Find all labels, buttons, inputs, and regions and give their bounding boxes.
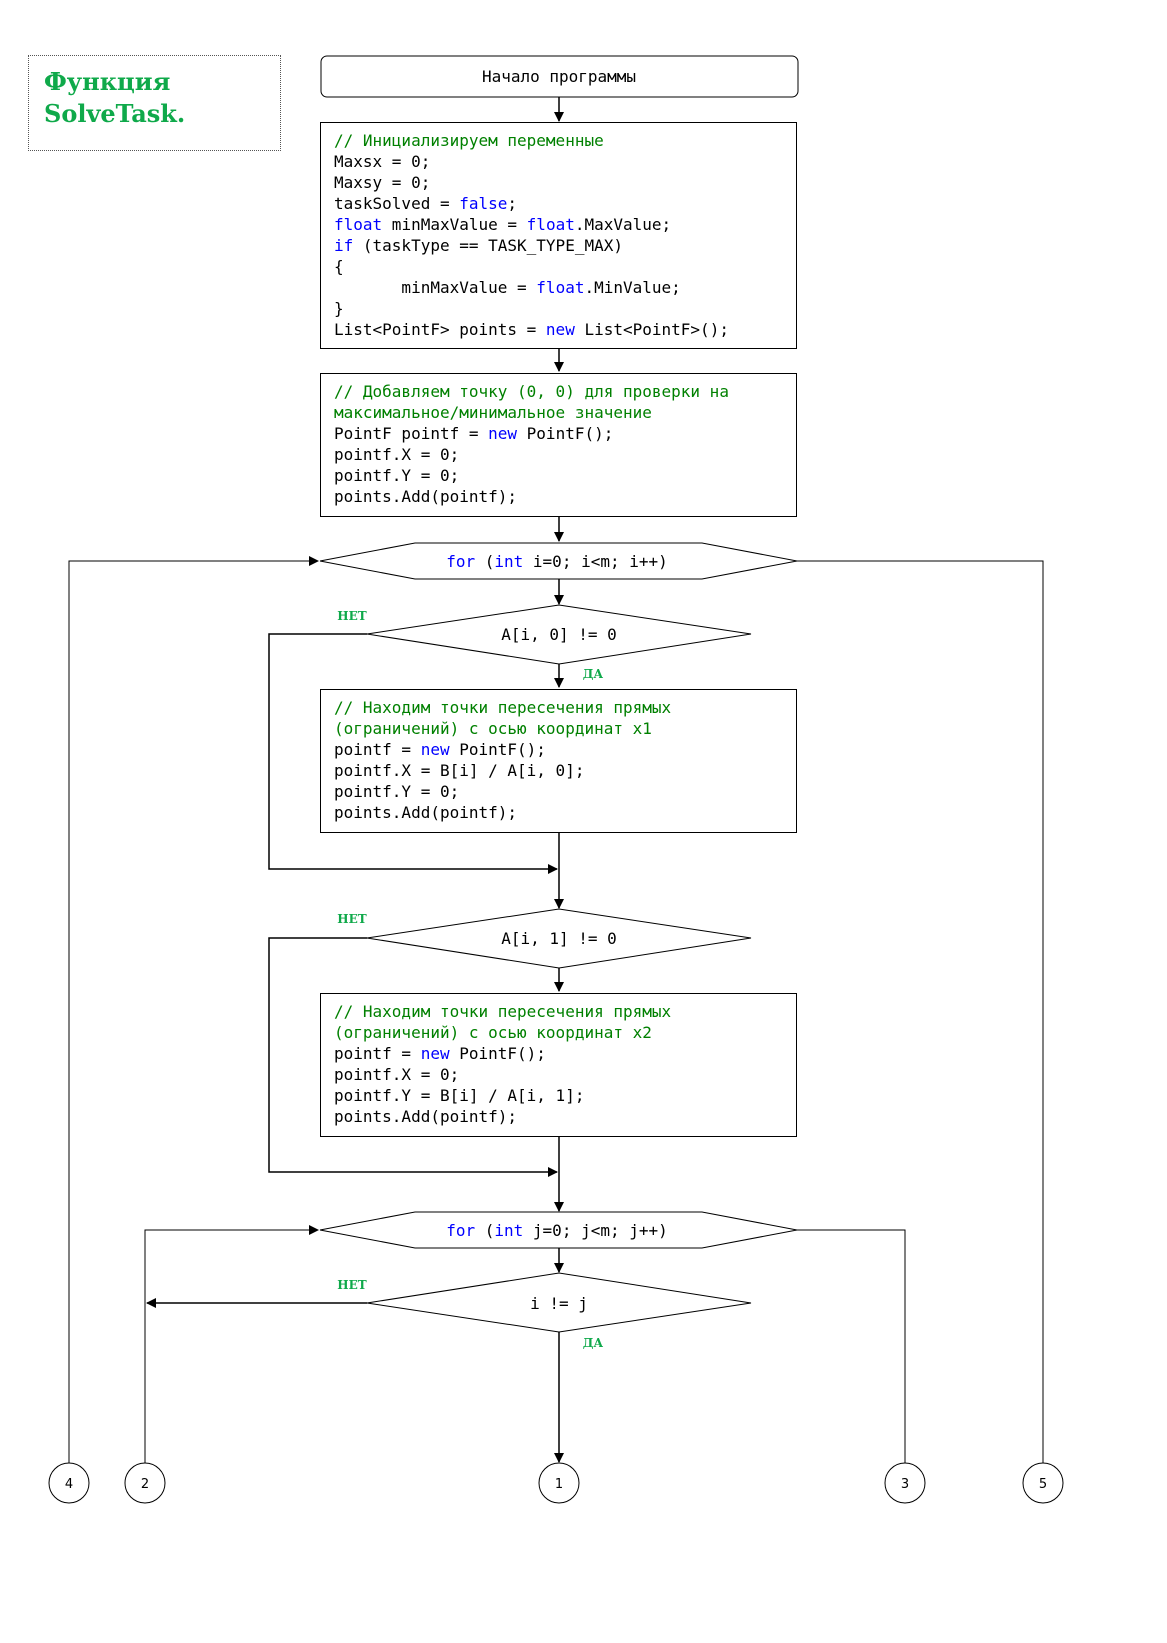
code-line: pointf.X = 0; bbox=[334, 445, 460, 464]
code-line: (ограничений) с осью координат x1 bbox=[334, 719, 652, 738]
connector-circle-4: 4 bbox=[48, 1462, 90, 1504]
connector-circle-3: 3 bbox=[884, 1462, 926, 1504]
decision-2-no-path bbox=[268, 937, 558, 1177]
connector-5-path bbox=[797, 560, 1044, 1463]
code-line: List<PointF> points = new List<PointF>()… bbox=[334, 320, 729, 339]
add-origin-point-block: // Добавляем точку (0, 0) для проверки н… bbox=[320, 373, 797, 517]
connector-circle-5: 5 bbox=[1022, 1462, 1064, 1504]
connector-5-label: 5 bbox=[1039, 1477, 1047, 1492]
code-line: Maxsy = 0; bbox=[334, 173, 431, 192]
decision-3-label: i != j bbox=[530, 1294, 588, 1313]
code-line: taskSolved = false; bbox=[334, 194, 518, 213]
connector-3-label: 3 bbox=[901, 1477, 909, 1492]
code-line: points.Add(pointf); bbox=[334, 803, 518, 822]
decision-1 bbox=[366, 604, 752, 665]
code-line: float minMaxValue = float.MaxValue; bbox=[334, 215, 672, 234]
code-line: максимальное/минимальное значение bbox=[334, 403, 652, 422]
connector-3-path bbox=[797, 1229, 906, 1463]
connector-4-path bbox=[68, 556, 319, 1463]
decision-2-no-label: НЕТ bbox=[337, 912, 366, 926]
x1-intersection-block: // Находим точки пересечения прямых (огра… bbox=[320, 689, 797, 833]
start-label: Начало программы bbox=[482, 67, 636, 86]
code-line: points.Add(pointf); bbox=[334, 1107, 518, 1126]
connector-circle-2: 2 bbox=[124, 1462, 166, 1504]
connector-circle-1: 1 bbox=[538, 1462, 580, 1504]
decision-1-label: A[i, 0] != 0 bbox=[501, 625, 617, 644]
code-line: } bbox=[334, 299, 344, 318]
code-line: { bbox=[334, 257, 344, 276]
connector-2-label: 2 bbox=[141, 1477, 149, 1492]
decision-2 bbox=[366, 908, 752, 969]
code-line: if (taskType == TASK_TYPE_MAX) bbox=[334, 236, 623, 255]
code-line: pointf.Y = 0; bbox=[334, 782, 460, 801]
decision-1-no-label: НЕТ bbox=[337, 609, 366, 623]
code-line: pointf = new PointF(); bbox=[334, 740, 546, 759]
code-line: pointf = new PointF(); bbox=[334, 1044, 546, 1063]
decision-1-no-path bbox=[268, 633, 558, 874]
decision-3-no-label: НЕТ bbox=[337, 1278, 366, 1292]
code-line: // Находим точки пересечения прямых bbox=[334, 1002, 672, 1021]
connector-2-path bbox=[144, 1225, 319, 1463]
decision-1-yes-label: ДА bbox=[583, 667, 604, 681]
loop-j-label: for (int j=0; j<m; j++) bbox=[446, 1221, 668, 1240]
code-line: // Инициализируем переменные bbox=[334, 131, 604, 150]
function-title-box: Функция SolveTask. bbox=[28, 55, 281, 151]
decision-3 bbox=[366, 1272, 752, 1333]
code-line: pointf.X = B[i] / A[i, 0]; bbox=[334, 761, 585, 780]
code-line: pointf.X = 0; bbox=[334, 1065, 460, 1084]
code-line: PointF pointf = new PointF(); bbox=[334, 424, 614, 443]
function-title-line1: Функция bbox=[44, 67, 171, 96]
decision-3-yes-label: ДА bbox=[583, 1336, 604, 1350]
code-line: minMaxValue = float.MinValue; bbox=[334, 278, 681, 297]
code-line: (ограничений) с осью координат x2 bbox=[334, 1023, 652, 1042]
code-line: pointf.Y = 0; bbox=[334, 466, 460, 485]
code-line: // Добавляем точку (0, 0) для проверки н… bbox=[334, 382, 729, 401]
connector-4-label: 4 bbox=[65, 1477, 73, 1492]
code-line: Maxsx = 0; bbox=[334, 152, 431, 171]
decision-2-label: A[i, 1] != 0 bbox=[501, 929, 617, 948]
function-title-line2: SolveTask. bbox=[44, 99, 186, 128]
loop-i-label: for (int i=0; i<m; i++) bbox=[446, 552, 668, 571]
code-line: // Находим точки пересечения прямых bbox=[334, 698, 672, 717]
code-line: pointf.Y = B[i] / A[i, 1]; bbox=[334, 1086, 585, 1105]
code-line: points.Add(pointf); bbox=[334, 487, 518, 506]
connector-1-label: 1 bbox=[555, 1477, 563, 1492]
x2-intersection-block: // Находим точки пересечения прямых (огра… bbox=[320, 993, 797, 1137]
